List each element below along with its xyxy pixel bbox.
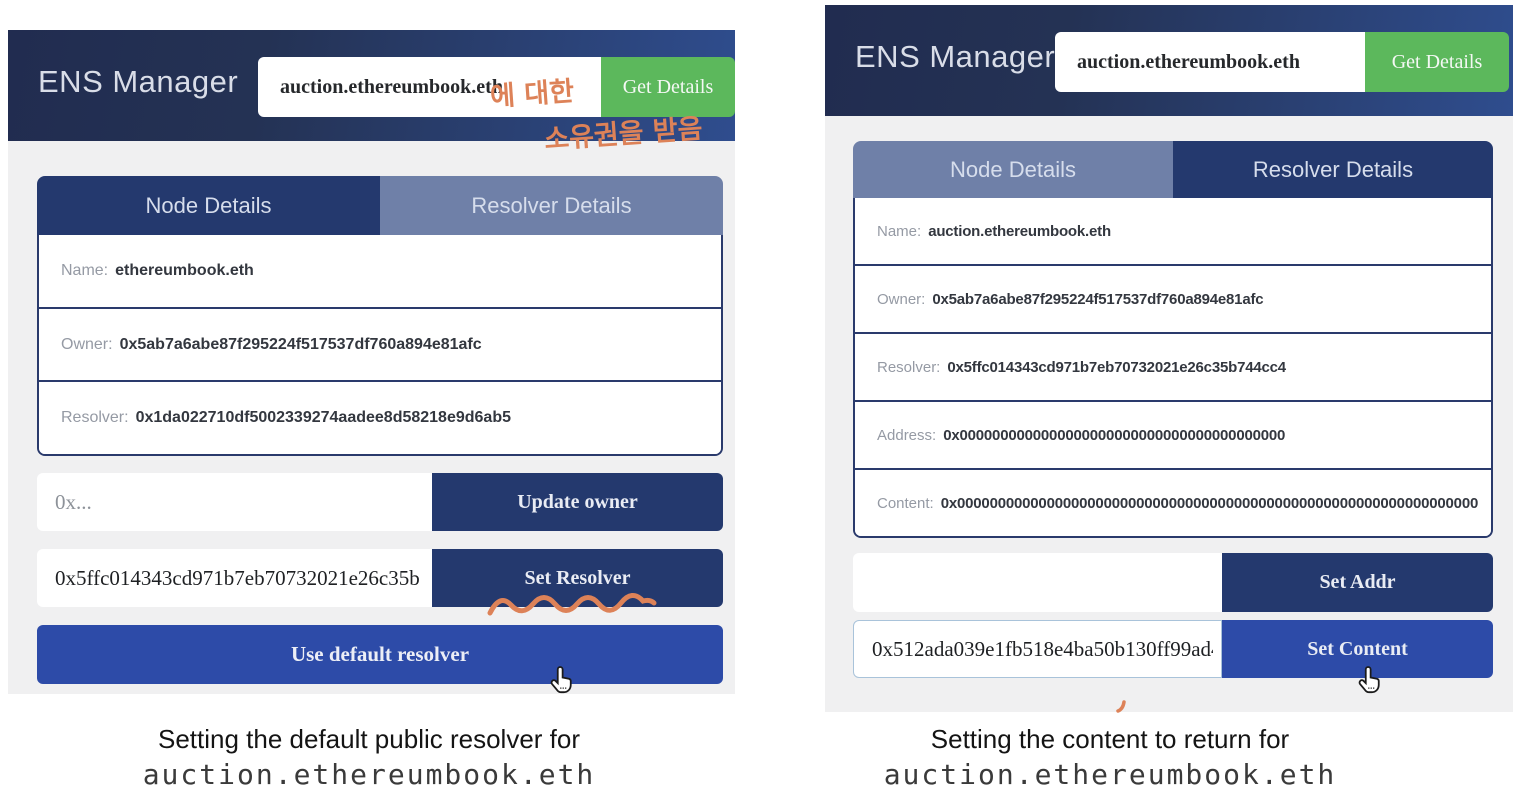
set-resolver-row: Set Resolver xyxy=(37,549,723,607)
field-label: Address: xyxy=(877,426,937,444)
ens-manager-panel-right: ENS Manager Get Details Node Details Res… xyxy=(825,5,1513,713)
orange-tick-mark xyxy=(1116,700,1126,713)
field-resolver: Resolver: 0x1da022710df5002339274aadee8d… xyxy=(39,382,721,454)
field-value: ethereumbook.eth xyxy=(115,261,254,279)
panel-body: Node Details Resolver Details Name: ethe… xyxy=(8,141,735,694)
field-label: Resolver: xyxy=(61,409,129,427)
caption-right: Setting the content to return for auctio… xyxy=(860,722,1360,794)
caption-left-line1: Setting the default public resolver for xyxy=(157,724,581,754)
tab-node-details[interactable]: Node Details xyxy=(37,176,380,235)
field-value: 0x5ab7a6abe87f295224f517537df760a894e81a… xyxy=(932,290,1264,308)
field-value: 0x1da022710df5002339274aadee8d58218e9d6a… xyxy=(135,409,511,427)
field-label: Content: xyxy=(877,494,934,512)
field-value: auction.ethereumbook.eth xyxy=(928,222,1111,240)
field-label: Owner: xyxy=(877,290,926,308)
caption-right-line1: Setting the content to return for xyxy=(930,724,1290,754)
use-default-resolver-button[interactable]: Use default resolver xyxy=(37,625,723,684)
node-details-card: Name: ethereumbook.eth Owner: 0x5ab7a6ab… xyxy=(37,235,723,456)
field-label: Name: xyxy=(61,261,109,279)
tab-node-details[interactable]: Node Details xyxy=(853,141,1173,198)
panel-body: Node Details Resolver Details Name: auct… xyxy=(825,116,1513,713)
update-owner-row: Update owner xyxy=(37,473,723,531)
field-label: Resolver: xyxy=(877,358,941,376)
tab-resolver-details[interactable]: Resolver Details xyxy=(1173,141,1493,198)
resolver-address-input[interactable] xyxy=(37,549,432,607)
new-owner-input[interactable] xyxy=(37,473,432,531)
caption-left-line2: auction.ethereumbook.eth xyxy=(142,758,596,791)
field-value: 0x00000000000000000000000000000000000000… xyxy=(940,494,1479,512)
update-owner-button[interactable]: Update owner xyxy=(432,473,723,531)
field-owner: Owner: 0x5ab7a6abe87f295224f517537df760a… xyxy=(39,308,721,383)
set-resolver-button[interactable]: Set Resolver xyxy=(432,549,723,607)
app-title: ENS Manager xyxy=(38,64,239,99)
field-content: Content: 0x00000000000000000000000000000… xyxy=(855,470,1491,536)
set-addr-row: Set Addr xyxy=(853,553,1493,612)
ens-manager-panel-left: ENS Manager Get Details 에 대한 소유권을 받음 Nod… xyxy=(8,30,735,694)
set-content-button[interactable]: Set Content xyxy=(1222,620,1493,678)
field-resolver: Resolver: 0x5ffc014343cd971b7eb70732021e… xyxy=(855,334,1491,402)
caption-right-line2: auction.ethereumbook.eth xyxy=(883,758,1337,791)
field-label: Owner: xyxy=(61,335,113,353)
resolver-details-card: Name: auction.ethereumbook.eth Owner: 0x… xyxy=(853,198,1493,538)
set-content-row: Set Content xyxy=(853,620,1493,678)
get-details-button[interactable]: Get Details xyxy=(1365,32,1509,92)
field-label: Name: xyxy=(877,222,922,240)
set-addr-button[interactable]: Set Addr xyxy=(1222,553,1493,612)
field-address: Address: 0x00000000000000000000000000000… xyxy=(855,402,1491,470)
details-tab-bar: Node Details Resolver Details xyxy=(37,176,723,235)
details-tab-bar: Node Details Resolver Details xyxy=(853,141,1493,198)
field-name: Name: ethereumbook.eth xyxy=(39,235,721,309)
content-input[interactable] xyxy=(853,620,1222,678)
field-value: 0x5ffc014343cd971b7eb70732021e26c35b744c… xyxy=(947,358,1286,376)
ens-name-search-input[interactable] xyxy=(1055,32,1365,92)
tab-resolver-details[interactable]: Resolver Details xyxy=(380,176,723,235)
field-value: 0x00000000000000000000000000000000000000… xyxy=(943,426,1286,444)
addr-input[interactable] xyxy=(853,553,1222,612)
ens-name-search-input[interactable] xyxy=(258,57,601,117)
caption-left: Setting the default public resolver for … xyxy=(2,722,736,794)
header-bar: ENS Manager Get Details xyxy=(8,30,735,141)
field-value: 0x5ab7a6abe87f295224f517537df760a894e81a… xyxy=(119,335,482,353)
field-name: Name: auction.ethereumbook.eth xyxy=(855,198,1491,266)
field-owner: Owner: 0x5ab7a6abe87f295224f517537df760a… xyxy=(855,266,1491,334)
get-details-button[interactable]: Get Details xyxy=(601,57,735,117)
header-bar: ENS Manager Get Details xyxy=(825,5,1513,116)
app-title: ENS Manager xyxy=(855,39,1056,74)
